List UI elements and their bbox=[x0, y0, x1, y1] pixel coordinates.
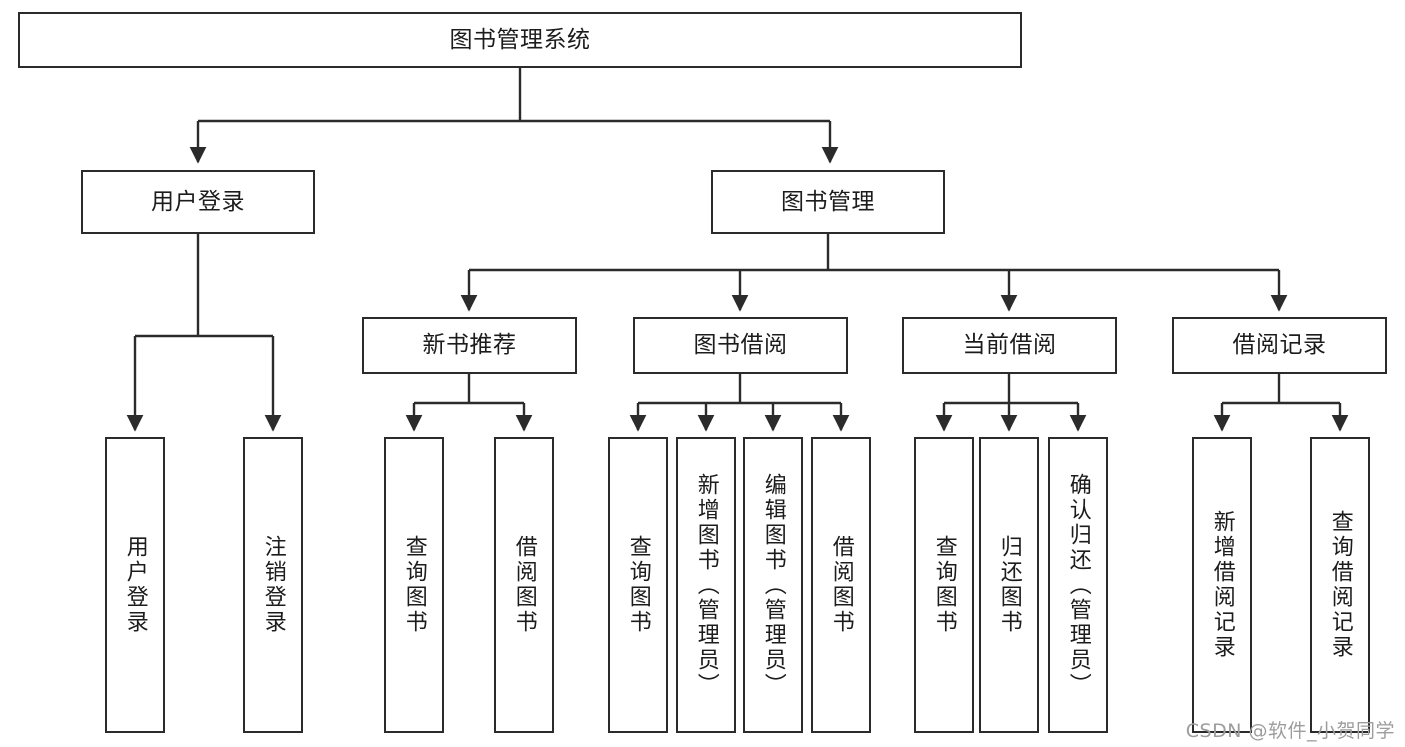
leaf-label: 归还图书 bbox=[996, 535, 1022, 635]
leaf-current-return-book[interactable]: 归还图书 bbox=[979, 437, 1039, 733]
leaf-recommend-borrow-book[interactable]: 借阅图书 bbox=[494, 437, 554, 733]
node-root-label: 图书管理系统 bbox=[449, 26, 591, 53]
leaf-records-add-record[interactable]: 新增借阅记录 bbox=[1192, 437, 1252, 733]
leaf-label: 查询图书 bbox=[401, 535, 427, 635]
leaf-borrow-borrow-book[interactable]: 借阅图书 bbox=[811, 437, 871, 733]
leaf-current-query-book[interactable]: 查询图书 bbox=[914, 437, 974, 733]
leaf-borrow-add-book-admin[interactable]: 新增图书（管理员） bbox=[676, 437, 736, 733]
node-current-borrow-label: 当前借阅 bbox=[962, 332, 1057, 359]
leaf-borrow-query-book[interactable]: 查询图书 bbox=[608, 437, 668, 733]
leaf-user-login-signin[interactable]: 用户登录 bbox=[105, 437, 165, 733]
leaf-label: 查询借阅记录 bbox=[1327, 510, 1353, 660]
node-new-book-recommend[interactable]: 新书推荐 bbox=[362, 317, 577, 374]
leaf-label: 借阅图书 bbox=[511, 535, 537, 635]
node-book-borrow[interactable]: 图书借阅 bbox=[633, 317, 848, 374]
leaf-label: 注销登录 bbox=[260, 535, 286, 635]
node-user-login-label: 用户登录 bbox=[151, 188, 245, 215]
leaf-label: 查询图书 bbox=[625, 535, 651, 635]
leaf-user-login-signout[interactable]: 注销登录 bbox=[243, 437, 303, 733]
leaf-label: 编辑图书（管理员） bbox=[760, 472, 786, 698]
leaf-borrow-edit-book-admin[interactable]: 编辑图书（管理员） bbox=[743, 437, 803, 733]
node-user-login[interactable]: 用户登录 bbox=[81, 170, 315, 234]
leaf-label: 用户登录 bbox=[122, 535, 148, 635]
node-current-borrow[interactable]: 当前借阅 bbox=[902, 317, 1117, 374]
node-root[interactable]: 图书管理系统 bbox=[18, 12, 1022, 68]
node-book-management[interactable]: 图书管理 bbox=[711, 170, 945, 234]
node-new-book-recommend-label: 新书推荐 bbox=[422, 332, 517, 359]
leaf-label: 借阅图书 bbox=[828, 535, 854, 635]
node-book-management-label: 图书管理 bbox=[781, 188, 875, 215]
leaf-current-confirm-return-admin[interactable]: 确认归还（管理员） bbox=[1048, 437, 1108, 733]
leaf-recommend-query-book[interactable]: 查询图书 bbox=[384, 437, 444, 733]
leaf-label: 确认归还（管理员） bbox=[1065, 472, 1091, 698]
leaf-label: 新增图书（管理员） bbox=[693, 472, 719, 698]
csdn-watermark: CSDN @软件_小贺同学 bbox=[1185, 720, 1395, 742]
leaf-records-query-record[interactable]: 查询借阅记录 bbox=[1310, 437, 1370, 733]
leaf-label: 查询图书 bbox=[931, 535, 957, 635]
leaf-label: 新增借阅记录 bbox=[1209, 510, 1235, 660]
node-book-borrow-label: 图书借阅 bbox=[693, 332, 788, 359]
node-borrow-records-label: 借阅记录 bbox=[1232, 332, 1327, 359]
node-borrow-records[interactable]: 借阅记录 bbox=[1172, 317, 1387, 374]
